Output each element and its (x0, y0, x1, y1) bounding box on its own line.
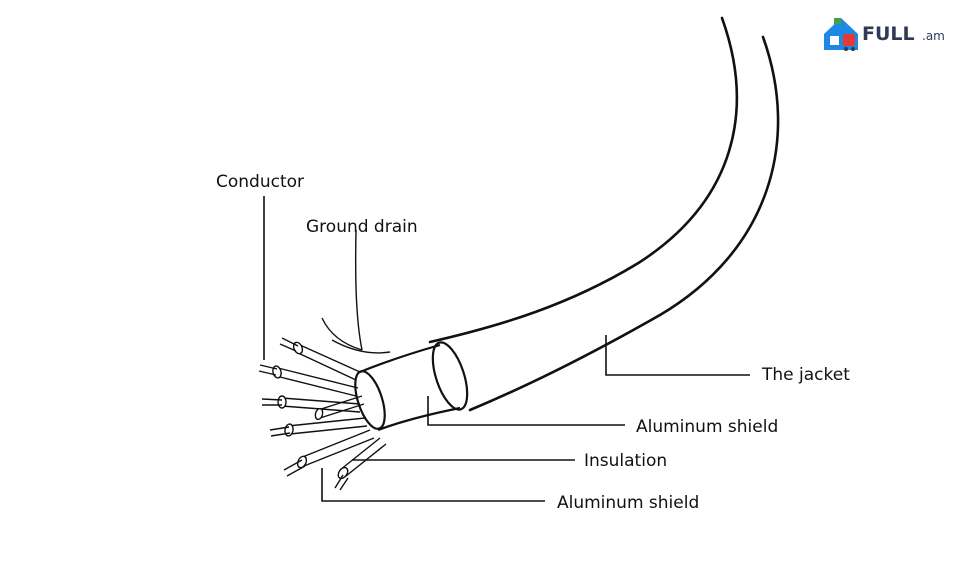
label-conductor: Conductor (216, 172, 304, 192)
conductor-wire (258, 364, 359, 397)
leader-jacket (605, 335, 750, 376)
leader-aluminum-shield-inner (321, 468, 545, 502)
label-aluminum-shield-outer: Aluminum shield (636, 417, 778, 437)
aluminum-shield-band (354, 343, 461, 432)
conductor-wire (283, 429, 375, 477)
conductor-bundle (258, 337, 387, 491)
conductor-wire (279, 337, 361, 381)
label-insulation: Insulation (584, 451, 667, 471)
label-aluminum-shield-inner: Aluminum shield (557, 493, 699, 513)
label-ground-drain: Ground drain (306, 217, 418, 237)
conductor-wire (334, 437, 387, 491)
conductor-wire (269, 417, 368, 437)
conductor-wire (314, 395, 365, 421)
leader-lines (263, 196, 750, 502)
house-cart-icon (824, 18, 858, 51)
leader-aluminum-shield-outer (427, 396, 625, 426)
watermark-domain: .am (922, 29, 945, 43)
watermark-brand: FULL (862, 23, 915, 45)
cable-jacket (428, 16, 780, 412)
ground-drain-wires (321, 229, 391, 354)
label-jacket: The jacket (761, 365, 850, 385)
watermark-logo: FULL .am (824, 18, 945, 51)
